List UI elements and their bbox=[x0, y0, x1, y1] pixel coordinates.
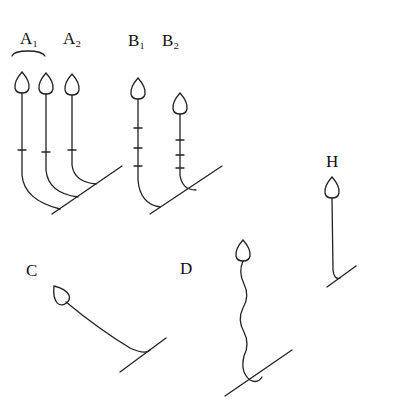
ground-line bbox=[120, 338, 166, 372]
coleoptile-tip bbox=[65, 74, 79, 95]
tick-marks bbox=[18, 150, 76, 152]
coleoptile-tip bbox=[131, 78, 145, 99]
coleoptile-tip bbox=[173, 93, 187, 114]
figure-label: A₁ bbox=[20, 30, 38, 47]
figure-label: A₂ bbox=[63, 30, 81, 47]
figure-label: B₂ bbox=[162, 32, 179, 49]
figure-label: C bbox=[26, 262, 37, 279]
ground-line bbox=[327, 266, 356, 287]
coleoptile-tip bbox=[15, 72, 29, 93]
stem bbox=[66, 302, 150, 352]
figure-label: B₁ bbox=[128, 32, 145, 49]
coleoptile-tip bbox=[325, 177, 339, 198]
stem bbox=[46, 94, 78, 197]
bracket bbox=[12, 51, 45, 56]
stem bbox=[180, 114, 196, 190]
stem bbox=[72, 95, 96, 184]
stem bbox=[332, 198, 340, 278]
ground-line bbox=[52, 166, 122, 214]
coleoptile-tip bbox=[236, 240, 250, 261]
figure-label: D bbox=[180, 260, 192, 277]
stem bbox=[22, 93, 60, 209]
tick-marks bbox=[134, 128, 184, 168]
figure-label: H bbox=[326, 153, 338, 170]
ground-line bbox=[150, 166, 222, 214]
coleoptile-tip bbox=[39, 73, 53, 94]
stem bbox=[240, 261, 262, 381]
stem bbox=[138, 99, 160, 207]
ground-line bbox=[225, 350, 292, 396]
